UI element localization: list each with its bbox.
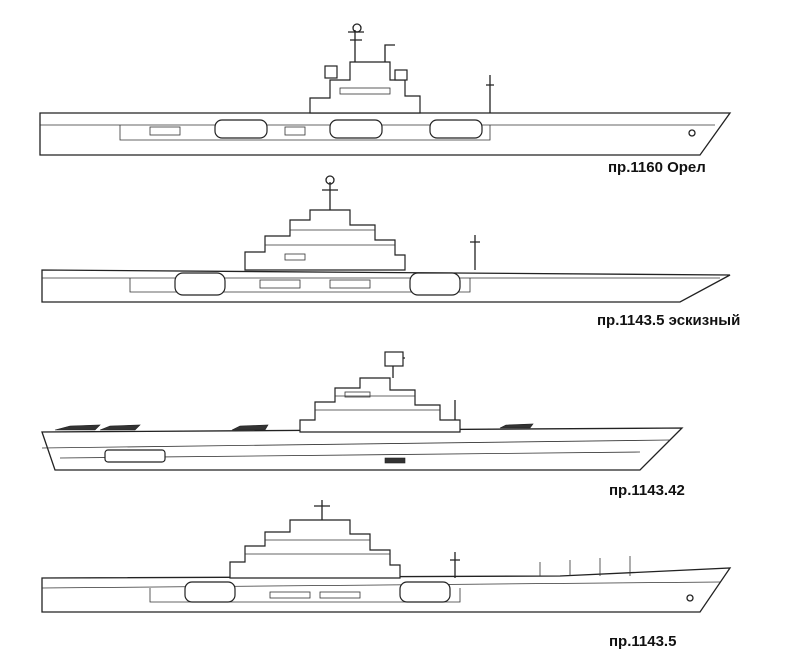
ship-2-panel: пр.1143.5 эскизный	[0, 170, 800, 340]
ship-4-profile-drawing	[41, 500, 732, 613]
ship-2-profile-drawing	[41, 175, 731, 303]
ship-1-caption: пр.1160 Орел	[608, 159, 706, 176]
ship-4-caption: пр.1143.5	[609, 633, 677, 650]
ship-3-caption: пр.1143.42	[609, 482, 685, 499]
ship-3-panel: пр.1143.42	[0, 340, 800, 505]
ship-1-profile-drawing	[39, 23, 732, 156]
ship-1-panel: пр.1160 Орел	[0, 0, 800, 180]
ship-2-caption: пр.1143.5 эскизный	[597, 312, 741, 329]
ship-3-profile-drawing	[41, 351, 684, 471]
ship-4-panel: пр.1143.5	[0, 490, 800, 662]
